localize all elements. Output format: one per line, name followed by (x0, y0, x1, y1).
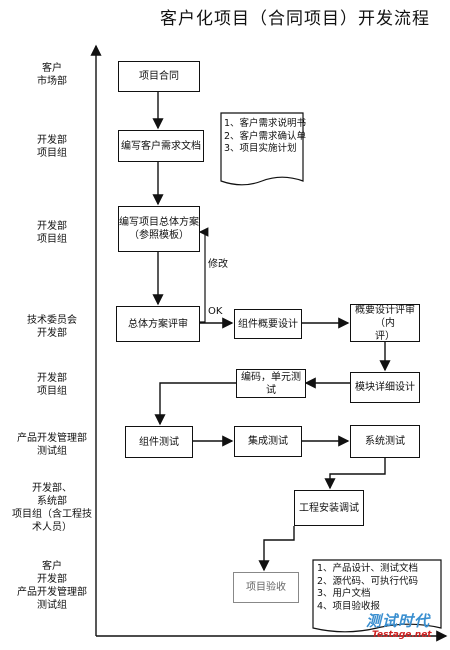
lane-label-dev-team-1: 开发部项目组 (37, 135, 67, 159)
edge-label-modify: 修改 (208, 259, 228, 270)
lane-label-acceptance-team: 客户开发部 产品开发管理部测试组 (17, 561, 87, 611)
node-module-detail: 模块详细设计 (350, 372, 420, 403)
document-shape-1 (220, 112, 304, 186)
lane-label-dev-team-2: 开发部项目组 (37, 221, 67, 245)
node-project-plan: 编写项目总体方案（参照模板） (118, 206, 200, 252)
watermark-url: Testage.net (372, 630, 432, 640)
node-system-test: 系统测试 (350, 425, 420, 458)
node-plan-review: 总体方案评审 (116, 306, 200, 342)
node-component-outline: 组件概要设计 (234, 309, 302, 339)
node-outline-review: 概要设计评审（内评） (350, 304, 420, 342)
node-integration-test: 集成测试 (234, 426, 302, 457)
node-requirement-doc: 编写客户需求文档 (118, 130, 204, 162)
node-acceptance: 项目验收 (233, 572, 299, 603)
node-contract: 项目合同 (118, 61, 200, 92)
edge-label-ok: OK (208, 306, 223, 317)
lane-label-system-team: 开发部、系统部 项目组（含工程技术人员） (12, 483, 92, 533)
document-shape-2 (312, 559, 442, 633)
lane-label-customer-market: 客户市场部 (37, 63, 67, 87)
diagram-title: 客户化项目（合同项目）开发流程 (160, 9, 430, 29)
lane-label-dev-team-3: 开发部项目组 (37, 373, 67, 397)
node-coding-unit-test: 编码，单元测试 (236, 369, 306, 398)
node-component-test: 组件测试 (125, 426, 193, 458)
watermark-brand: 测试时代 (366, 612, 431, 630)
lane-label-tech-committee: 技术委员会开发部 (27, 315, 77, 339)
node-install-debug: 工程安装调试 (294, 490, 364, 526)
lane-label-test-group: 产品开发管理部测试组 (17, 433, 87, 457)
